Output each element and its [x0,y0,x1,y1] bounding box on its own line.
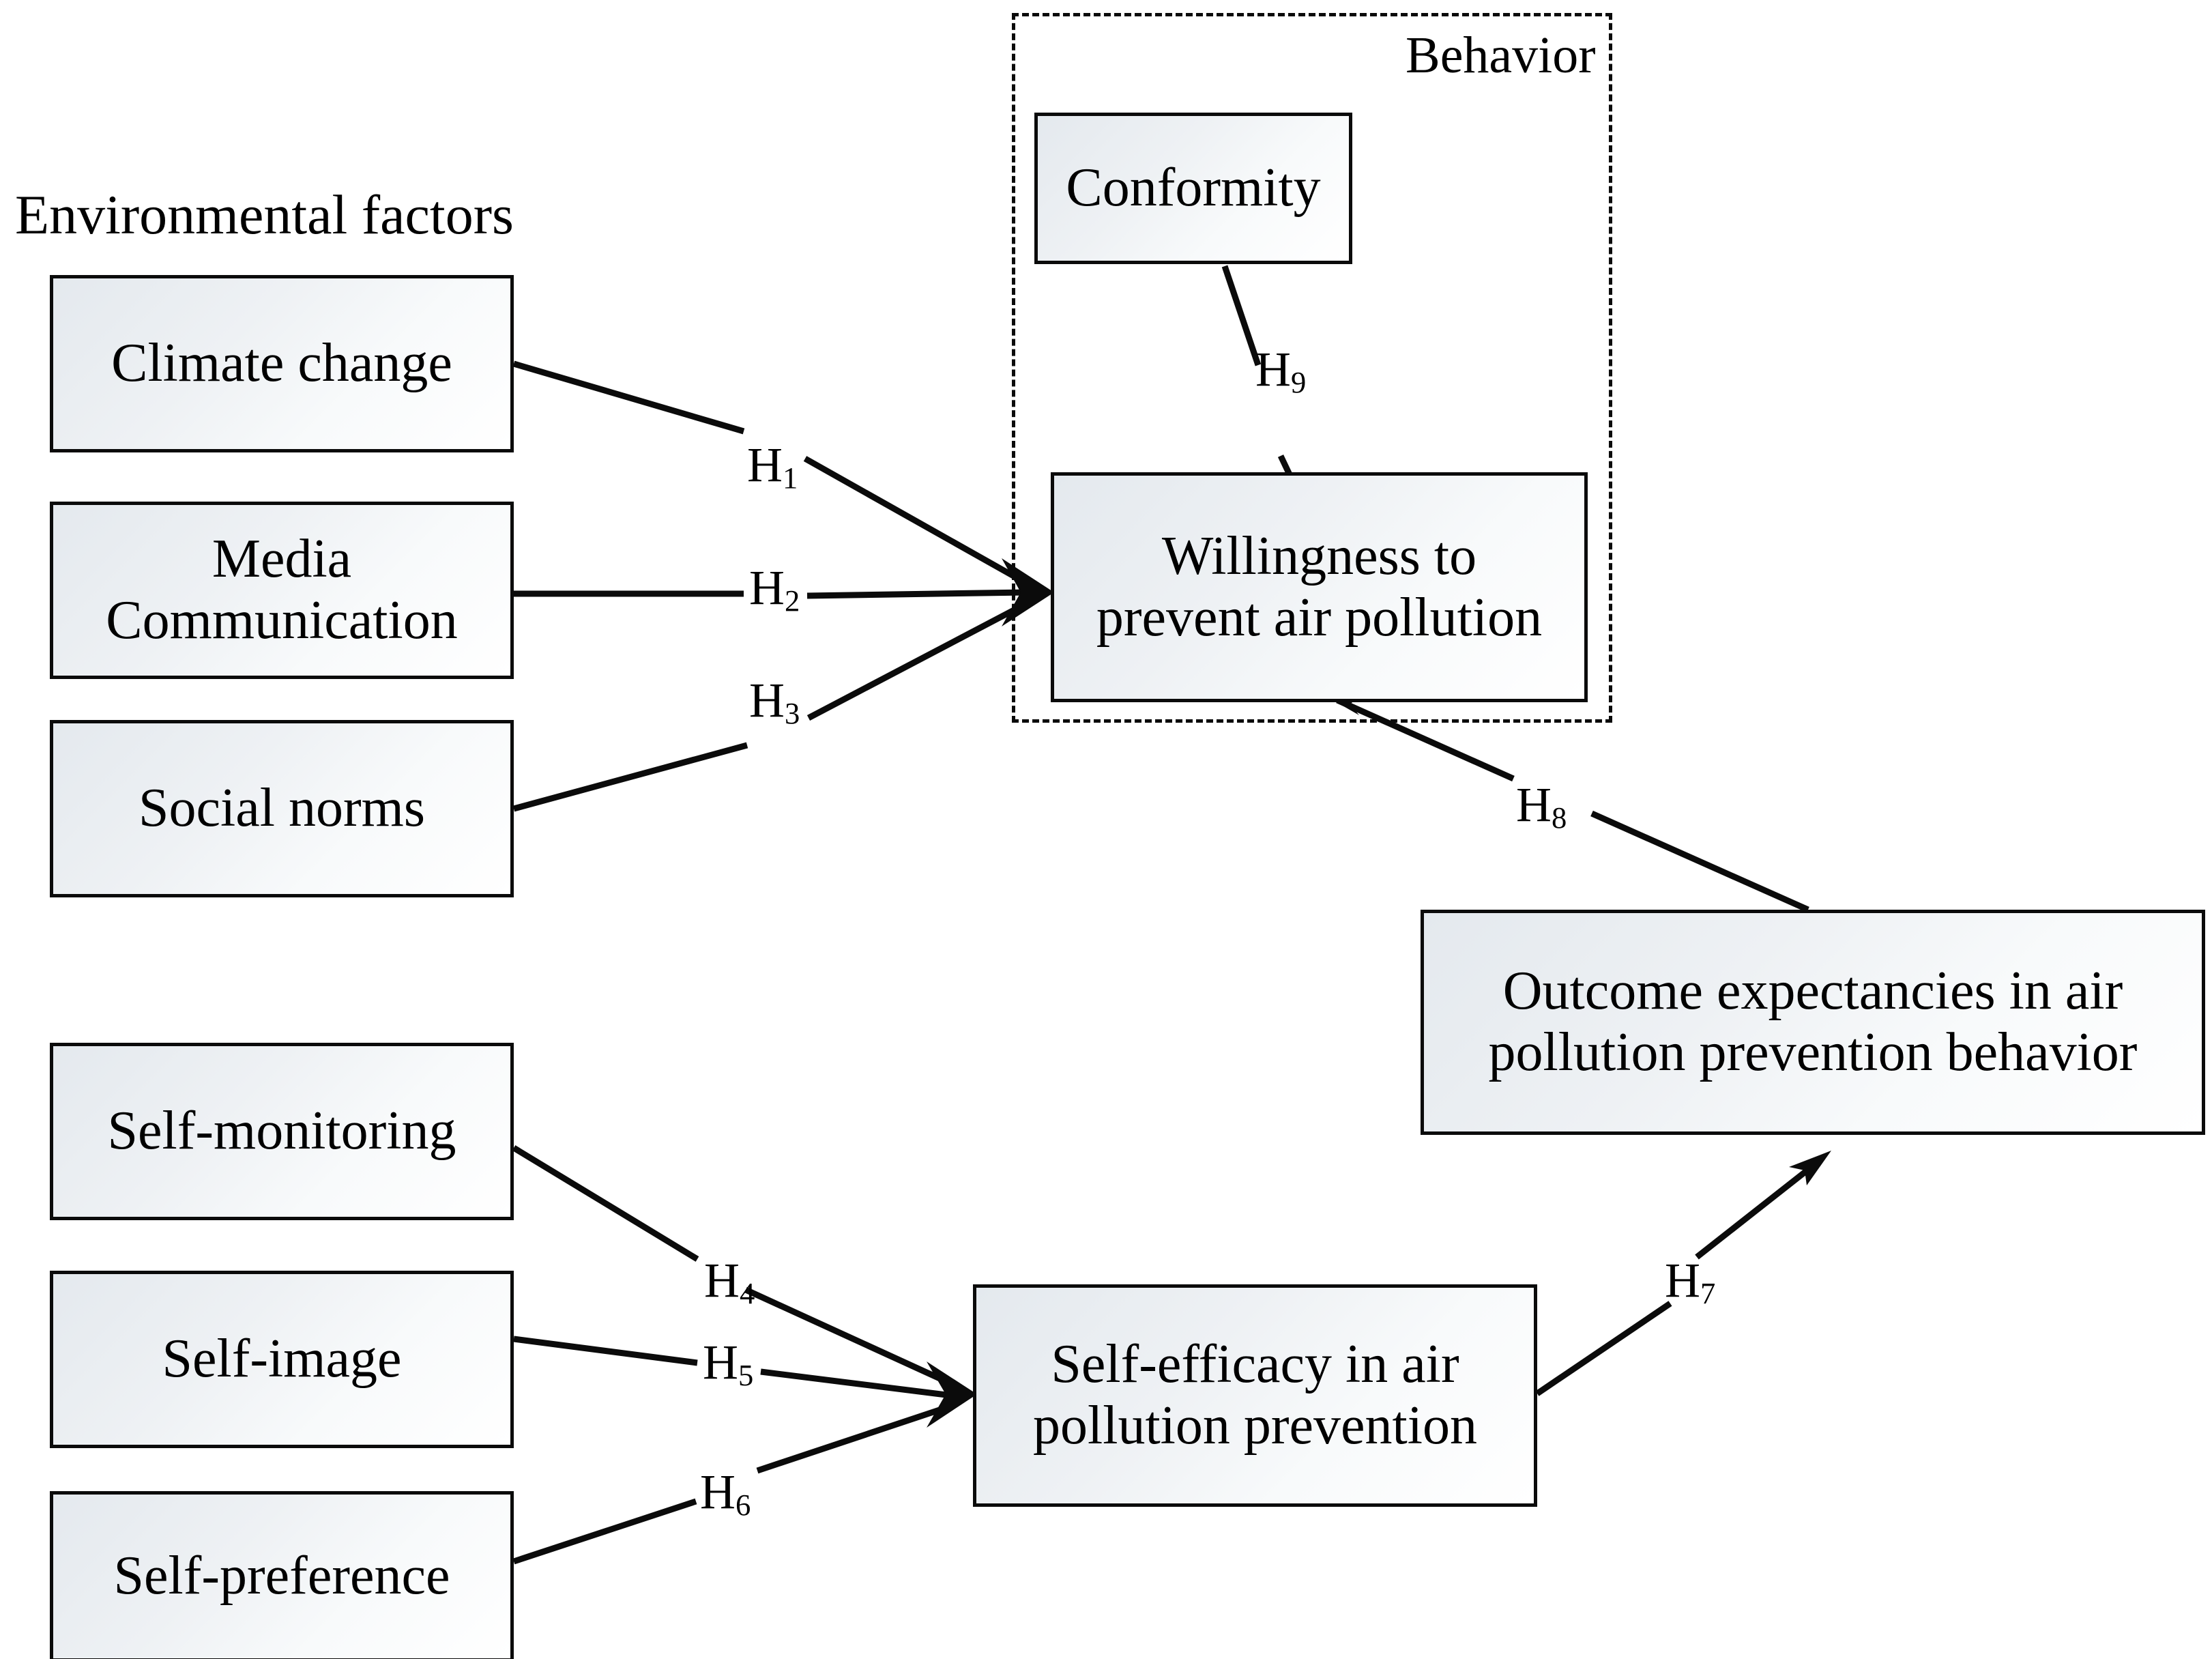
edge-label-h4-sub: 4 [740,1275,755,1310]
edge-h2 [514,589,1028,599]
edge-label-h2: H2 [749,560,800,618]
edge-label-h9-prefix: H [1255,342,1291,396]
edge-label-h5-sub: 5 [738,1357,754,1392]
node-willingness-label-line1: Willingness to [1161,525,1477,586]
node-self-image-label: Self-image [162,1329,402,1389]
behavior-group-label: Behavior [1406,27,1596,84]
node-self-efficacy-label-line1: Self-efficacy in air [1051,1334,1459,1395]
edge-label-h2-sub: 2 [785,583,800,618]
node-social-norms[interactable]: Social norms [50,720,514,897]
edge-label-h1-sub: 1 [783,460,798,495]
arrowhead-selfefficacy-left [927,1361,977,1428]
edge-label-h6-prefix: H [700,1465,736,1519]
edge-label-h8-sub: 8 [1552,800,1567,835]
edge-label-h5: H5 [703,1334,753,1393]
node-self-preference-label: Self-preference [113,1546,450,1606]
node-outcome-expectancies-label-line2: pollution prevention behavior [1488,1022,2138,1082]
edge-label-h4-prefix: H [704,1253,740,1308]
edge-label-h9: H9 [1255,341,1306,400]
edge-label-h4: H4 [704,1252,755,1311]
edge-label-h3-prefix: H [749,673,785,727]
edge-label-h7: H7 [1665,1252,1715,1311]
edge-label-h8: H8 [1516,777,1567,835]
edge-h3 [512,601,1029,812]
node-climate-change-label: Climate change [111,333,452,394]
node-self-efficacy-label-line2: pollution prevention [1032,1396,1477,1456]
node-media-communication-label-line1: Media [212,529,352,590]
node-willingness-to-prevent-air-pollution[interactable]: Willingness to prevent air pollution [1051,472,1588,702]
node-outcome-expectancies-label-line1: Outcome expectancies in air [1502,961,2123,1022]
node-self-monitoring[interactable]: Self-monitoring [50,1043,514,1220]
node-media-communication[interactable]: Media Communication [50,502,514,679]
node-social-norms-label: Social norms [139,778,425,839]
edge-label-h6-sub: 6 [736,1487,751,1522]
environmental-factors-label: Environmental factors [15,184,514,246]
node-self-image[interactable]: Self-image [50,1271,514,1448]
edge-h5 [513,1336,952,1399]
edge-label-h1: H1 [747,437,798,495]
edge-label-h7-prefix: H [1665,1253,1700,1308]
edge-label-h3: H3 [749,672,800,731]
edge-label-h3-sub: 3 [785,695,800,730]
edge-label-h7-sub: 7 [1700,1275,1716,1310]
edge-label-h6: H6 [700,1464,751,1523]
edge-label-h9-sub: 9 [1291,364,1307,399]
edge-h4 [512,1145,953,1387]
edge-label-h1-prefix: H [747,437,783,492]
node-media-communication-label-line2: Communication [106,590,458,650]
node-conformity-label: Conformity [1066,158,1321,218]
behavior-group-boundary [1012,13,1612,723]
node-outcome-expectancies[interactable]: Outcome expectancies in air pollution pr… [1421,910,2205,1135]
edge-label-h5-prefix: H [703,1335,738,1389]
node-climate-change[interactable]: Climate change [50,275,514,452]
node-self-efficacy[interactable]: Self-efficacy in air pollution preventio… [973,1284,1537,1507]
node-conformity[interactable]: Conformity [1034,113,1352,264]
node-self-monitoring-label: Self-monitoring [107,1101,456,1162]
edge-label-h8-prefix: H [1516,777,1552,832]
node-self-preference[interactable]: Self-preference [50,1491,514,1659]
edge-h7 [1535,1151,1831,1396]
node-willingness-label-line2: prevent air pollution [1096,587,1543,648]
edge-h1 [512,360,1029,586]
edge-h6 [512,1402,953,1565]
edge-label-h2-prefix: H [749,560,785,615]
